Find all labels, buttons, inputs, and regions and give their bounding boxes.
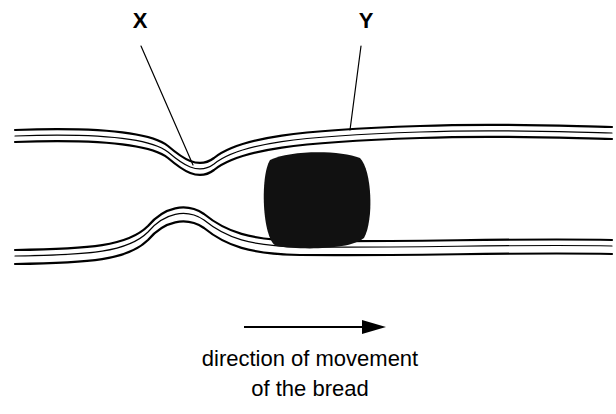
part-label: Y — [346, 6, 386, 36]
bread-bolus — [264, 152, 371, 248]
direction-caption: direction of movement of the bread — [195, 344, 425, 403]
part-label: X — [120, 6, 160, 36]
arrow-head — [362, 320, 386, 334]
direction-arrow — [244, 326, 365, 328]
leader-line — [141, 46, 193, 165]
leader-line — [350, 46, 361, 130]
